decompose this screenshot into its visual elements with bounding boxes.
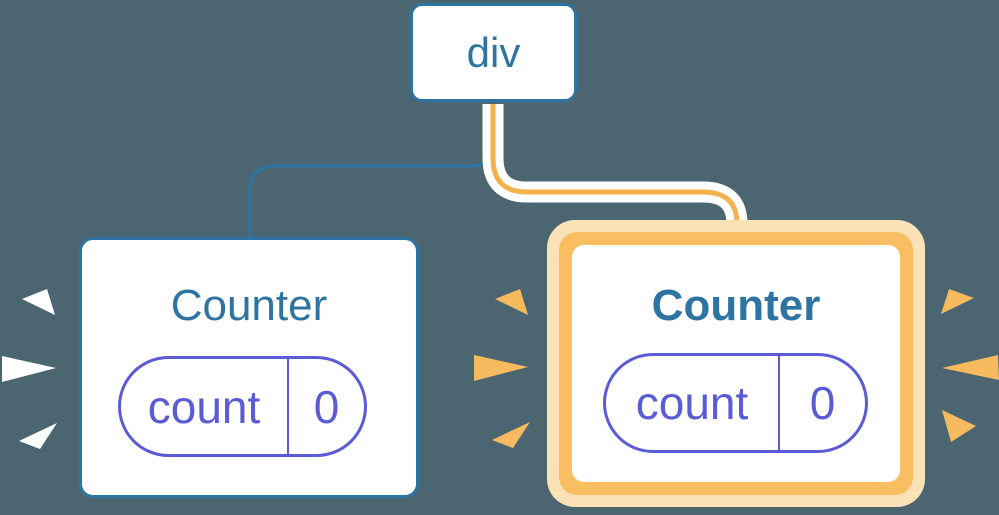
render-burst-white-left [2,289,57,449]
burst-ray-icon [474,355,528,381]
burst-ray-icon [942,355,999,380]
edge-div-to-right-counter-core [490,104,740,242]
state-key-label: count [147,380,261,433]
burst-ray-icon [495,289,528,315]
state-key-cell: count [606,356,780,450]
state-key-label: count [635,377,749,429]
burst-ray-icon [19,423,57,449]
burst-ray-icon [22,289,55,315]
burst-ray-icon [492,422,530,448]
burst-ray-icon [2,356,56,382]
state-value-label: 0 [809,377,836,429]
state-key-cell: count [121,359,289,454]
counter-right-state-pill: count 0 [603,353,868,453]
render-burst-orange-right [941,289,999,442]
state-value-cell: 0 [780,356,865,450]
render-burst-orange-left [474,289,530,448]
counter-right-title: Counter [651,281,821,330]
burst-ray-icon [941,289,974,314]
div-node-label: div [466,28,521,76]
state-value-cell: 0 [289,359,364,454]
burst-ray-icon [942,410,976,442]
state-value-label: 0 [313,380,340,433]
counter-left-title: Counter [170,281,328,330]
counter-left-state-pill: count 0 [118,356,367,457]
tree-node-div: div [410,3,577,102]
edge-div-to-left-counter [248,103,495,240]
